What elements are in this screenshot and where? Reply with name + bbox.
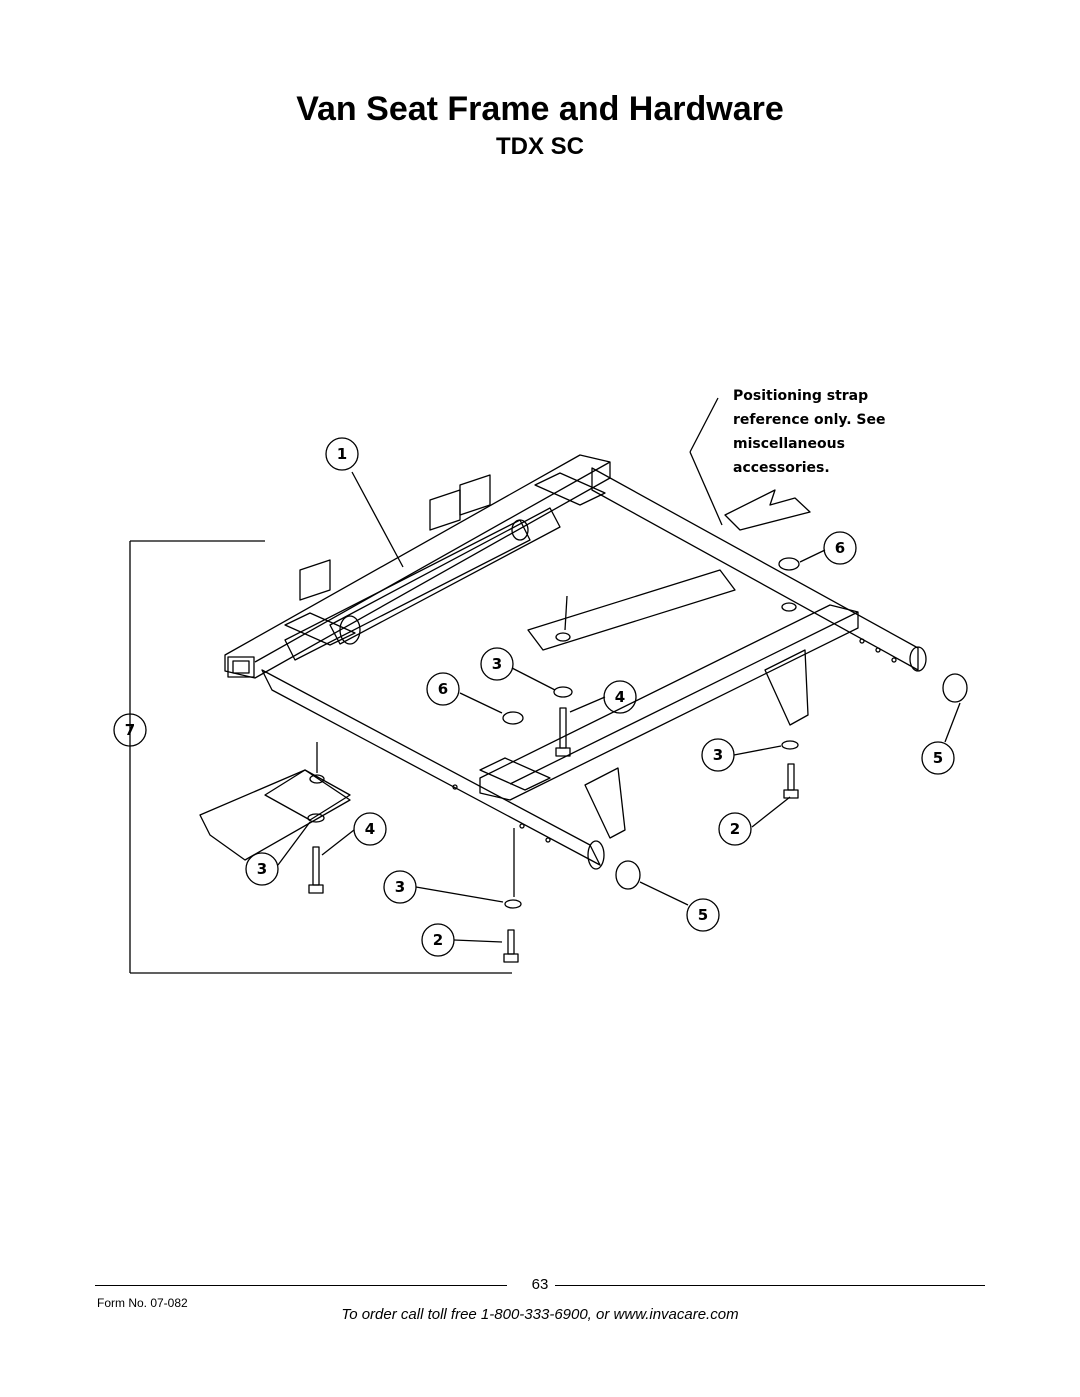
frame-front-rail	[479, 604, 859, 801]
bracket-7	[129, 540, 512, 974]
callout-label: 7	[125, 721, 135, 739]
page-number: 63	[531, 1276, 549, 1293]
footer-rule-left	[95, 1285, 507, 1286]
frame-left-tube	[261, 669, 605, 870]
order-info: To order call toll free 1-800-333-6900, …	[341, 1306, 739, 1323]
callout-label: 1	[337, 445, 347, 463]
note-line: reference only. See	[733, 412, 886, 428]
leader-lines	[277, 397, 961, 943]
strap-note: Positioning strap reference only. See mi…	[733, 388, 886, 476]
positioning-strap-left	[199, 769, 351, 861]
form-number: Form No. 07-082	[97, 1296, 188, 1310]
bolts	[308, 707, 799, 963]
callout-label: 6	[835, 539, 845, 557]
cross-rollers	[284, 507, 561, 661]
legs	[584, 649, 809, 839]
note-line: miscellaneous	[733, 436, 845, 452]
callout-label: 4	[365, 820, 375, 838]
callout-label: 3	[395, 878, 405, 896]
callout-label: 2	[730, 820, 740, 838]
exploded-parts-diagram: 1 2 2 3 3 3 3 4 4 5 5 6 6 7 Positioning …	[113, 388, 968, 974]
positioning-strap-right	[724, 489, 811, 531]
page-title: Van Seat Frame and Hardware	[296, 90, 784, 128]
end-caps	[615, 673, 968, 890]
callout-label: 2	[433, 931, 443, 949]
strap-plate-front	[264, 769, 351, 821]
note-line: Positioning strap	[733, 388, 868, 404]
callout-label: 3	[257, 860, 267, 878]
footer-rule-right	[555, 1285, 985, 1286]
callout-label: 3	[492, 655, 502, 673]
callout-label: 3	[713, 746, 723, 764]
strap-plate-rear	[527, 569, 736, 651]
callout-label: 5	[933, 749, 943, 767]
callout-label: 6	[438, 680, 448, 698]
frame-back-tube	[224, 454, 611, 679]
washers	[307, 557, 800, 909]
callout-circles	[113, 437, 955, 957]
callout-label: 5	[698, 906, 708, 924]
callout-label: 4	[615, 688, 625, 706]
frame-right-tube	[591, 467, 927, 672]
page-subtitle: TDX SC	[495, 133, 584, 160]
mounting-brackets	[284, 472, 606, 791]
note-line: accessories.	[733, 460, 830, 476]
